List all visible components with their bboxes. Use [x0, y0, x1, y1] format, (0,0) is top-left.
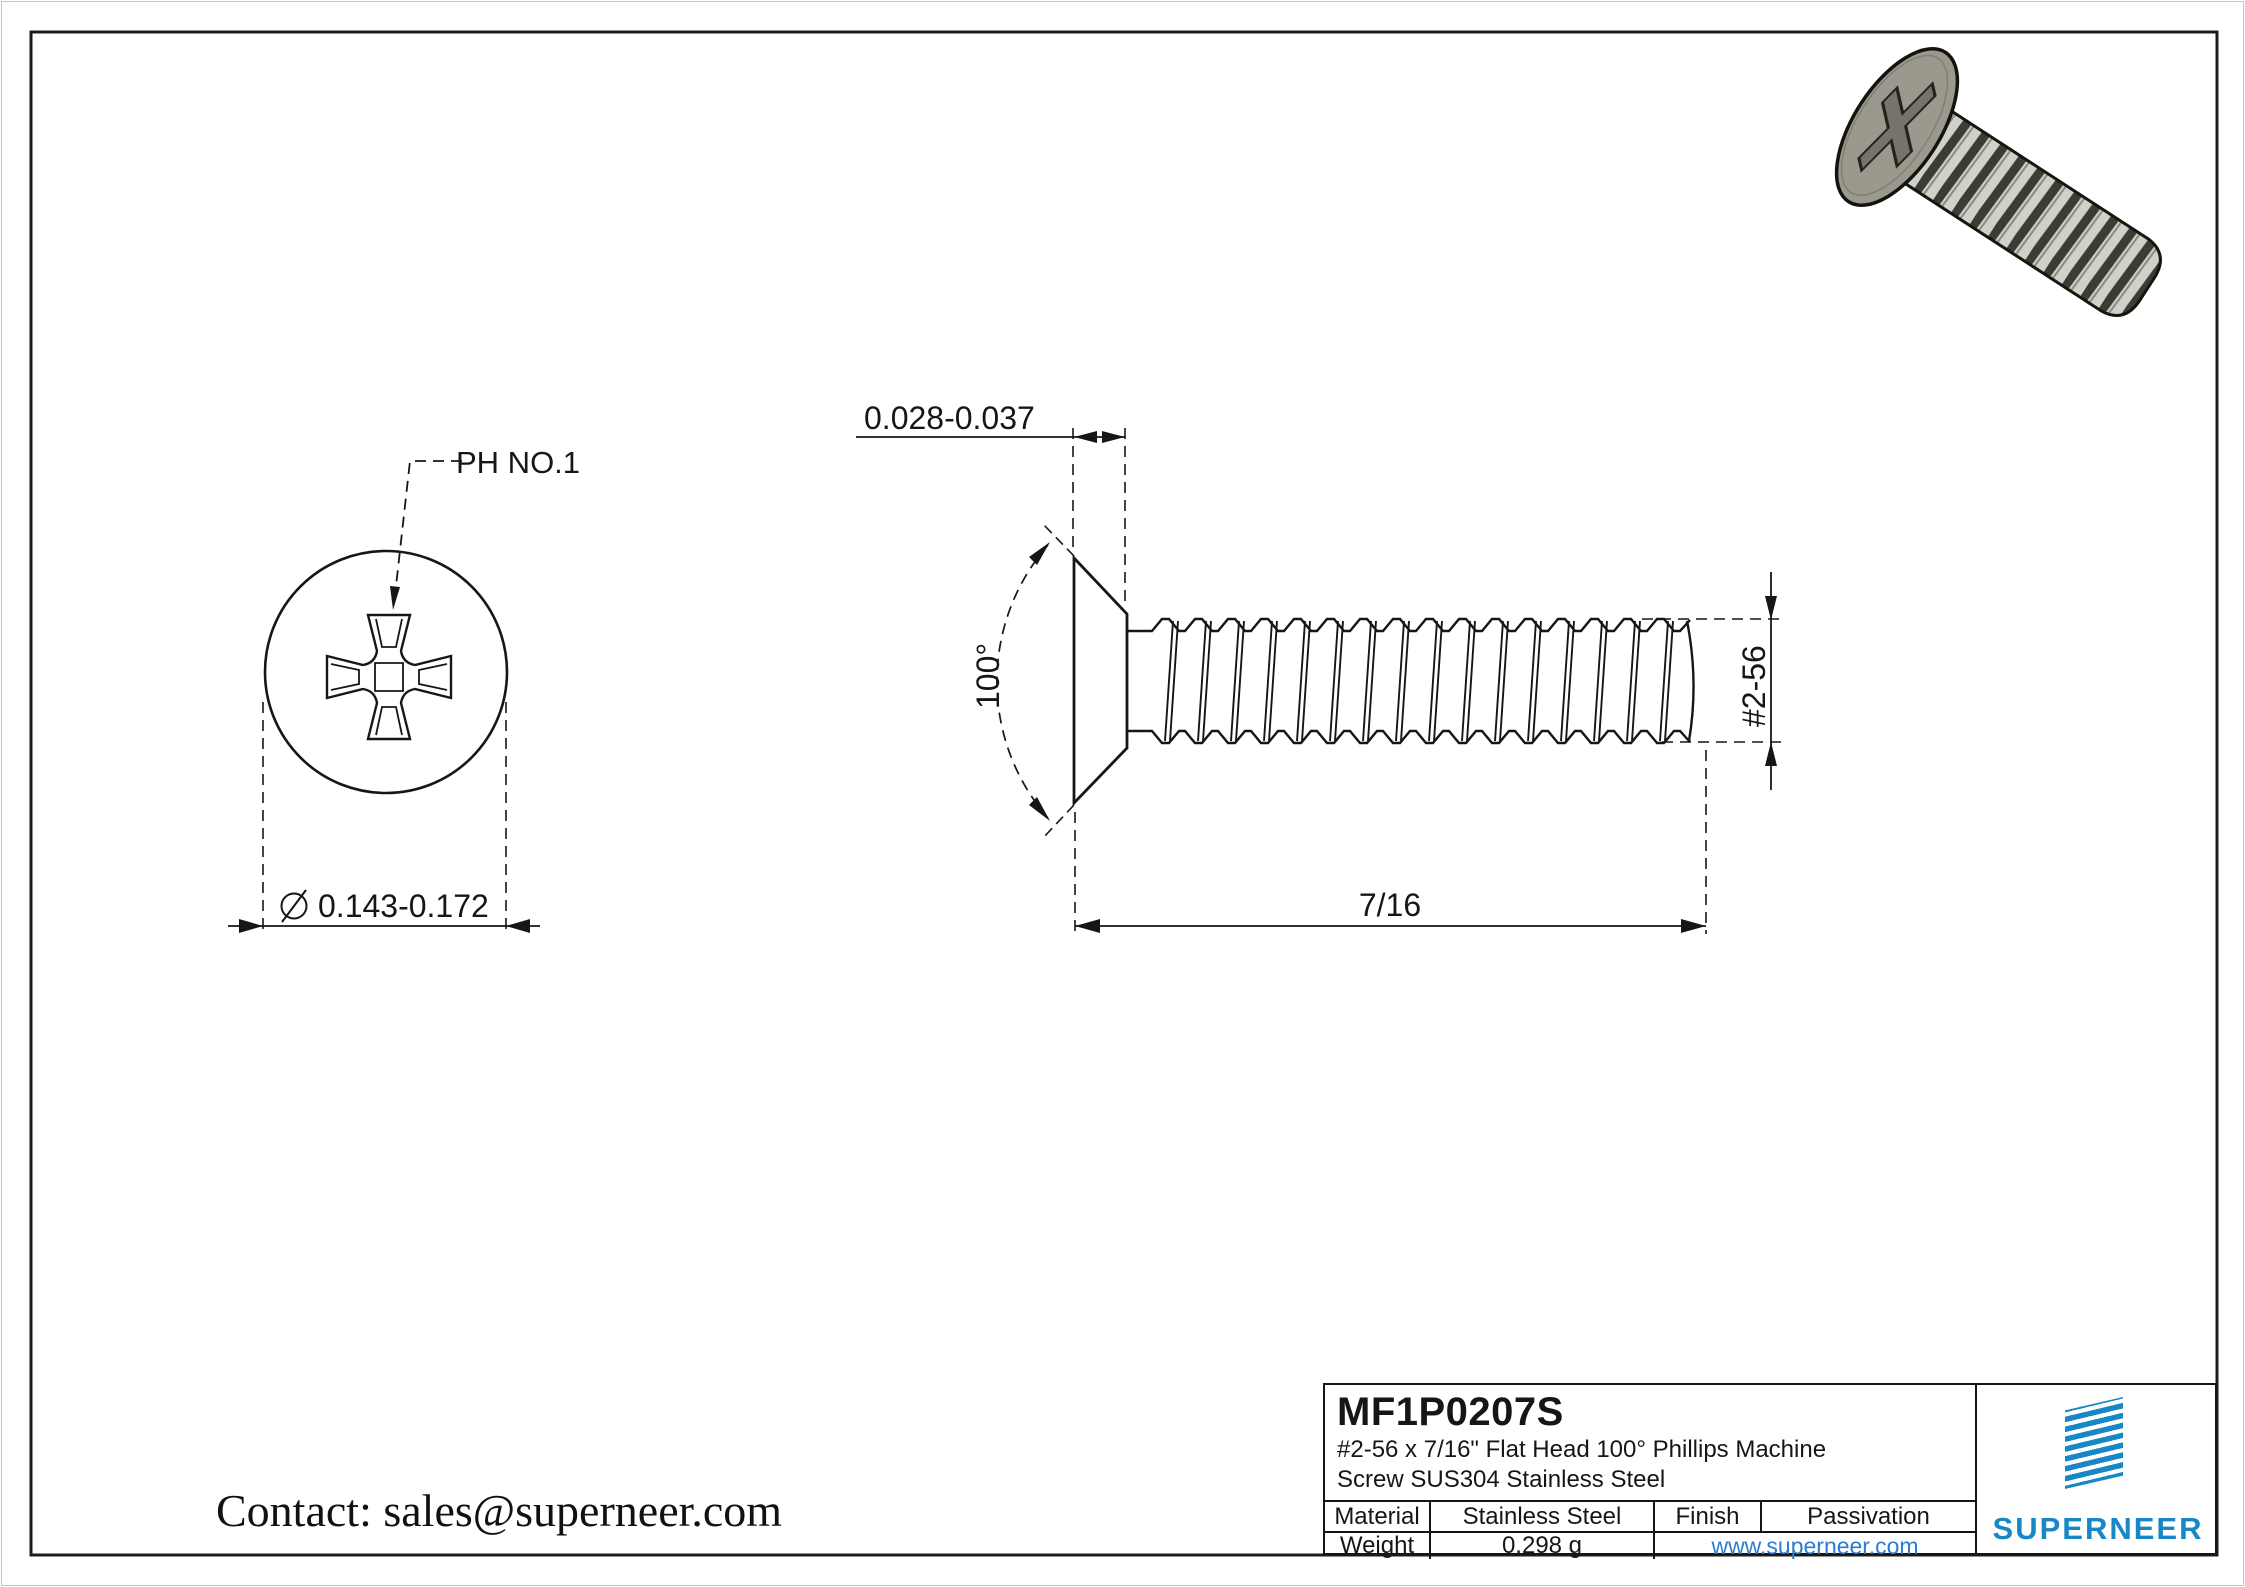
part-description-line1: #2-56 x 7/16" Flat Head 100° Phillips Ma…: [1337, 1436, 1827, 1463]
brand-logo-cell: SUPERNEER: [1975, 1385, 2219, 1553]
diameter-symbol: [280, 892, 308, 920]
thread-end-cap: [1685, 620, 1695, 742]
length-dim-text: 7/16: [1359, 887, 1421, 923]
angle-arrow: [1029, 542, 1050, 565]
head-height-extension-lines: [1072, 428, 1126, 606]
length-extension-lines: [1074, 750, 1707, 934]
material-row: Material Stainless Steel Finish Passivat…: [1325, 1502, 1975, 1533]
title-block: MF1P0207S #2-56 x 7/16" Flat Head 100° P…: [1323, 1383, 2219, 1559]
diameter-dim-text: 0.143-0.172: [318, 888, 489, 924]
title-block-info: MF1P0207S #2-56 x 7/16" Flat Head 100° P…: [1325, 1385, 1975, 1559]
dim-arrow: [1102, 431, 1125, 443]
angle-dim-text: 100°: [970, 643, 1006, 709]
dim-arrow: [239, 919, 263, 933]
front-view: [228, 460, 540, 934]
border-frame: [29, 30, 2219, 1557]
thread-dia-extension-lines: [1642, 618, 1786, 743]
phillips-recess: [325, 613, 453, 741]
contact-email-text: Contact: sales@superneer.com: [216, 1485, 783, 1536]
part-number: MF1P0207S: [1337, 1390, 1564, 1434]
thread-top-edge: [1127, 617, 1691, 633]
website-link[interactable]: www.superneer.com: [1711, 1532, 1919, 1559]
angle-arrow: [1029, 797, 1050, 821]
thread-flanks: [1164, 620, 1674, 742]
dim-arrow: [506, 919, 530, 933]
material-label: Material: [1325, 1502, 1431, 1531]
side-head-outline: [1072, 554, 1129, 807]
angle-extension-lines: [1041, 522, 1075, 839]
thread-size-dim-text: #2-56: [1736, 645, 1772, 727]
side-view: [856, 428, 1786, 934]
finish-label: Finish: [1655, 1502, 1762, 1531]
screw-3d-head-rim: [1840, 54, 1949, 197]
leader-arrow: [390, 586, 400, 610]
part-description-line2: Screw SUS304 Stainless Steel: [1337, 1466, 1666, 1493]
recess-label: PH NO.1: [456, 445, 580, 480]
part-description-cell: MF1P0207S #2-56 x 7/16" Flat Head 100° P…: [1325, 1385, 1975, 1502]
weight-value: 0.298 g: [1431, 1532, 1655, 1559]
dim-arrow: [1765, 596, 1777, 620]
dim-arrow: [1765, 742, 1777, 766]
finish-value: Passivation: [1807, 1502, 1930, 1530]
screw-3d-render: [1834, 47, 2162, 317]
dim-arrow: [1074, 431, 1097, 443]
diameter-extension-lines: [262, 702, 507, 934]
material-value: Stainless Steel: [1431, 1502, 1655, 1531]
superneer-logo-icon: [2065, 1397, 2123, 1489]
angle-arc: [996, 544, 1049, 819]
screw-3d-phillips-cross: [1857, 81, 1937, 173]
brand-name: SUPERNEER: [1992, 1511, 2204, 1546]
thread-bottom-edge: [1127, 729, 1691, 745]
weight-label: Weight: [1325, 1532, 1431, 1559]
dim-arrow: [1075, 919, 1100, 933]
dim-arrow: [1681, 919, 1706, 933]
head-outline-circle: [263, 549, 509, 795]
head-height-dim-text: 0.028-0.037: [864, 400, 1035, 436]
weight-row: Weight 0.298 g www.superneer.com: [1325, 1532, 1975, 1559]
diameter-symbol-slash: [281, 889, 307, 923]
leader-line: [393, 460, 462, 605]
screw-3d-shaft: [1889, 100, 2162, 317]
